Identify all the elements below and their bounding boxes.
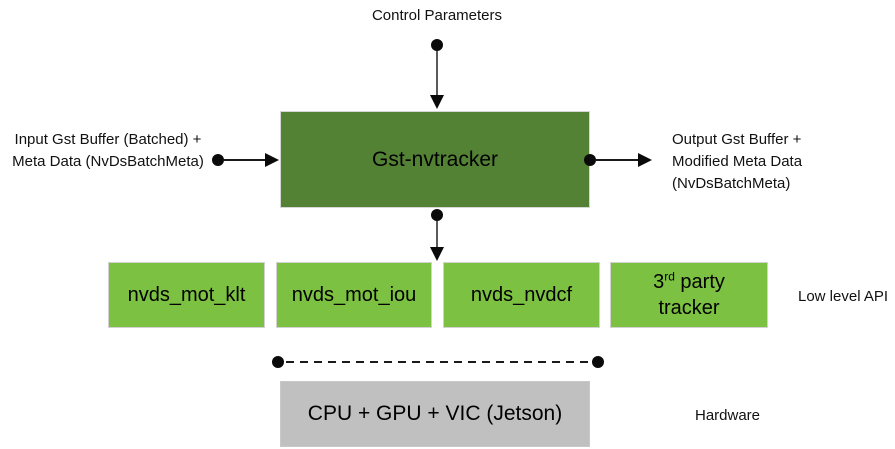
hardware-label: Hardware [695, 407, 761, 424]
output-buffer-label: Output Gst Buffer + Modified Meta Data (… [672, 129, 882, 195]
hardware-box-label: CPU + GPU + VIC (Jetson) [307, 402, 563, 425]
lowlevel-arrowhead-icon [430, 247, 444, 261]
tracker-box-label: nvds_mot_iou [291, 284, 417, 306]
hardware-box: CPU + GPU + VIC (Jetson) [280, 381, 590, 447]
control-params-origin-dot [431, 39, 443, 51]
tracker-box-nvds-mot-iou: nvds_mot_iou [276, 262, 432, 328]
gst-nvtracker-box: Gst-nvtracker [280, 111, 590, 208]
tracker-box-nvds-nvdcf: nvds_nvdcf [443, 262, 600, 328]
output-buffer-label-line3: (NvDsBatchMeta) [672, 175, 791, 192]
tracker-box-label-line1: 3rd party [653, 269, 725, 293]
input-arrowhead-icon [265, 153, 279, 167]
lowlevel-origin-dot [431, 209, 443, 221]
tracker-box-label: nvds_mot_klt [127, 284, 246, 306]
control-params-arrow-line [436, 51, 438, 95]
tracker-box-nvds-mot-klt: nvds_mot_klt [108, 262, 265, 328]
lowlevel-arrow-line [436, 221, 438, 247]
control-params-arrowhead-icon [430, 95, 444, 109]
low-level-api-label: Low level API [798, 288, 889, 305]
output-arrowhead-icon [638, 153, 652, 167]
separator-dashed-line [286, 361, 592, 363]
input-arrow-line [224, 159, 266, 161]
output-arrow-line [596, 159, 638, 161]
input-buffer-label-line1: Input Gst Buffer (Batched) + [14, 131, 202, 148]
gst-nvtracker-box-label: Gst-nvtracker [371, 147, 499, 171]
output-buffer-label-line1: Output Gst Buffer + [672, 131, 802, 148]
tracker-box-label: nvds_nvdcf [470, 284, 573, 306]
output-origin-dot [584, 154, 596, 166]
separator-right-dot [592, 356, 604, 368]
output-buffer-label-line2: Modified Meta Data [672, 153, 803, 170]
ordinal-superscript: rd [664, 269, 675, 284]
separator-left-dot [272, 356, 284, 368]
input-buffer-label-line2: Meta Data (NvDsBatchMeta) [12, 153, 204, 170]
input-buffer-label: Input Gst Buffer (Batched) + Meta Data (… [2, 129, 214, 173]
input-origin-dot [212, 154, 224, 166]
tracker-box-3rd-party: 3rd party tracker [610, 262, 768, 328]
tracker-box-label-line2: tracker [658, 297, 720, 319]
control-parameters-label: Control Parameters [371, 7, 503, 24]
